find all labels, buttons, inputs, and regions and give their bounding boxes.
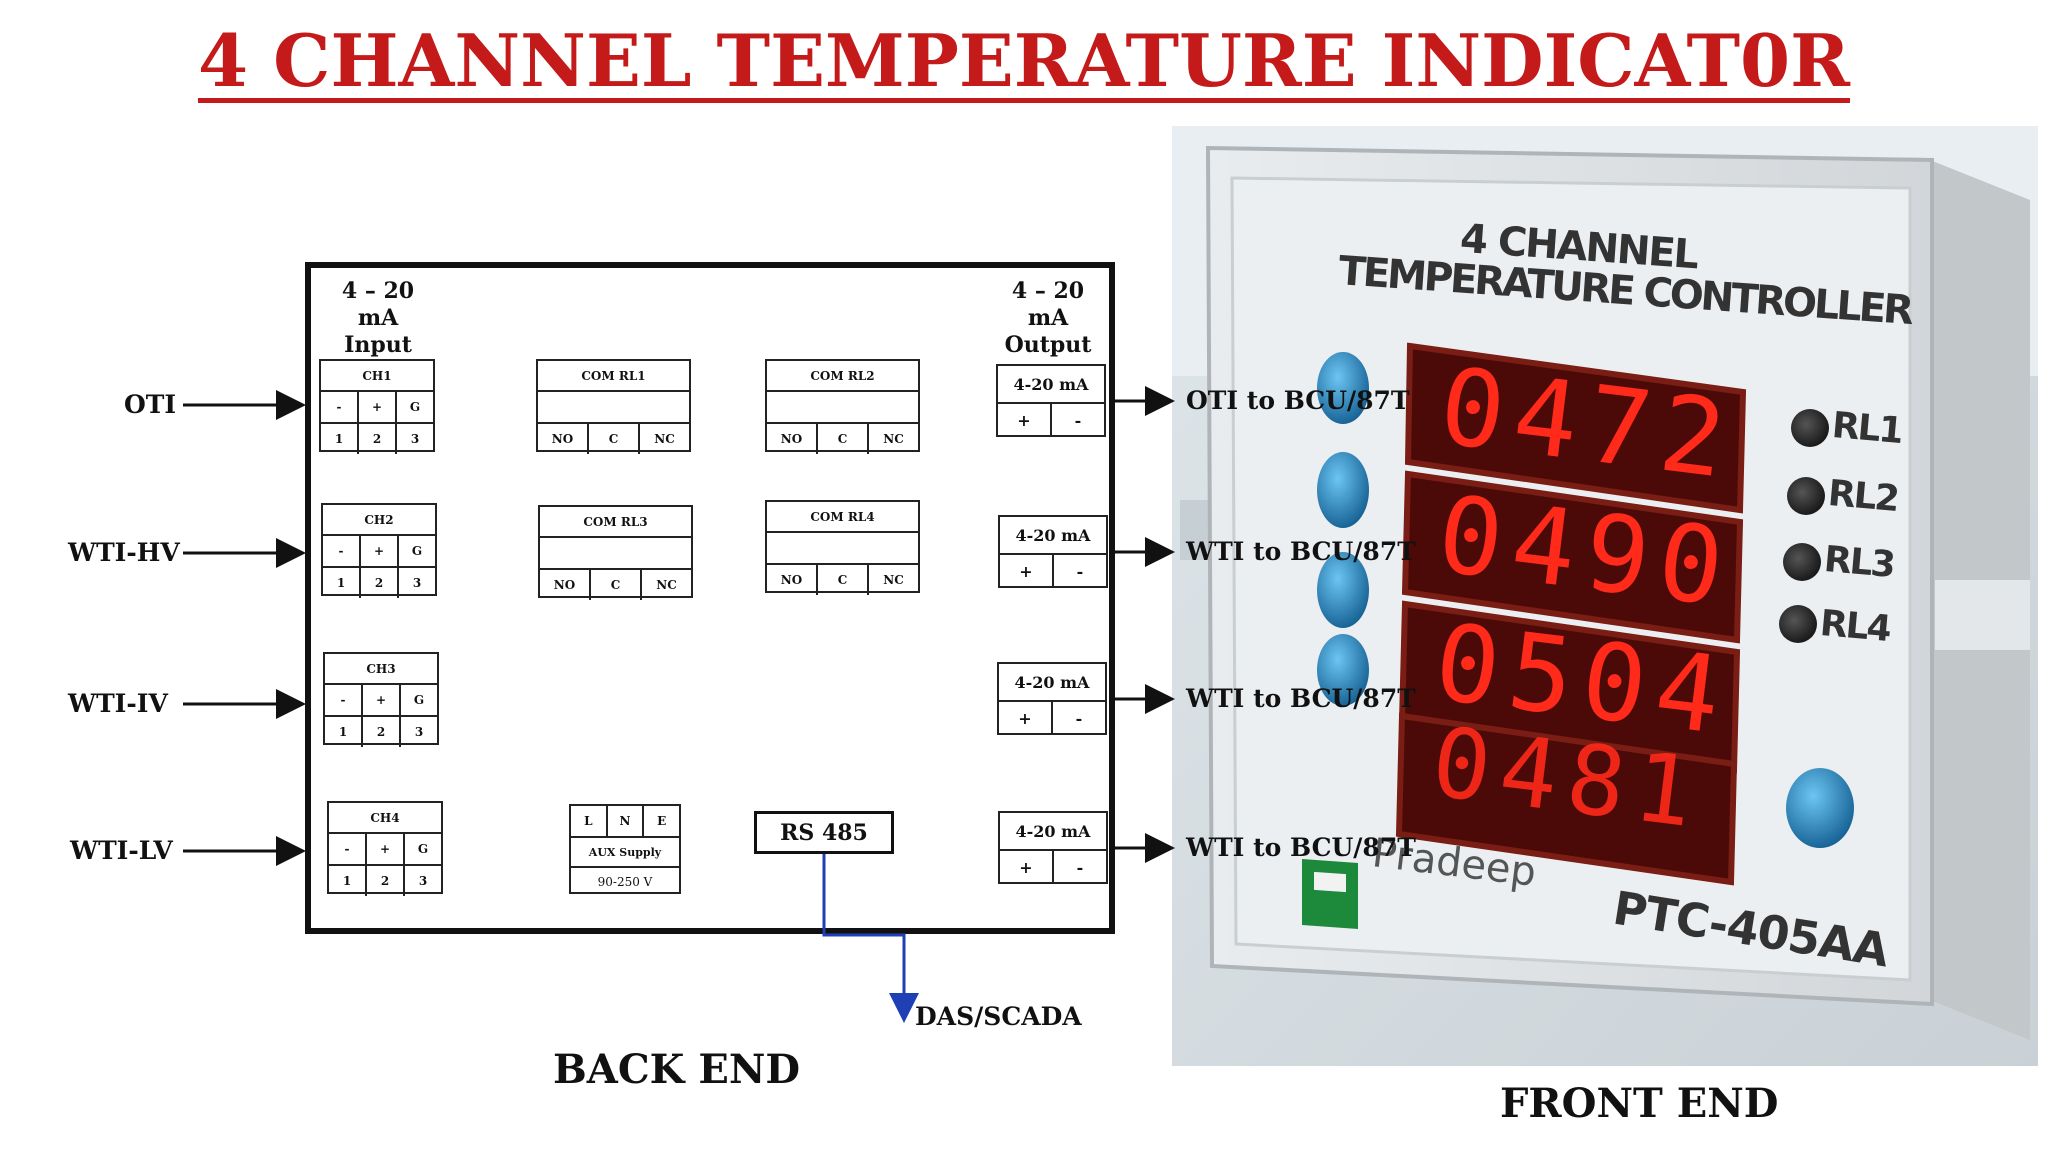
input-signal-label: WTI-HV	[68, 538, 180, 567]
output-destination-label: WTI to BCU/87T	[1186, 833, 1416, 862]
output-terminal-block: 4-20 mA +-	[998, 515, 1108, 588]
input-signal-label: WTI-LV	[70, 836, 173, 865]
output-destination-label: WTI to BCU/87T	[1186, 684, 1416, 713]
back-end-panel	[305, 262, 1115, 934]
relay-led-icon	[1779, 605, 1817, 643]
relay-led-icon	[1787, 477, 1825, 515]
rs485-port: RS 485	[754, 811, 894, 854]
output-destination-label: WTI to BCU/87T	[1186, 537, 1416, 566]
scada-label: DAS/SCADA	[915, 1002, 1082, 1031]
output-terminal-block: 4-20 mA +-	[996, 364, 1106, 437]
output-destination-label: OTI to BCU/87T	[1186, 386, 1410, 415]
down-button-icon	[1317, 552, 1369, 628]
scada-link-line	[822, 854, 919, 1023]
page-title: 4 CHANNEL TEMPERATURE INDICAT0R	[198, 18, 1850, 103]
relay-led-icon	[1783, 543, 1821, 581]
func-button-icon	[1786, 768, 1854, 848]
input-signal-label: OTI	[124, 390, 177, 419]
back-end-label: BACK END	[553, 1046, 801, 1093]
button-icon	[1317, 352, 1369, 424]
front-end-label: FRONT END	[1500, 1080, 1779, 1127]
output-terminal-block: 4-20 mA +-	[997, 662, 1107, 735]
relay-led-icon	[1791, 409, 1829, 447]
output-terminal-block: 4-20 mA +-	[998, 811, 1108, 884]
up-button-icon	[1317, 452, 1369, 528]
display-panels	[1395, 342, 1747, 886]
input-signal-label: WTI-IV	[68, 689, 168, 718]
set-button-icon	[1317, 634, 1369, 706]
